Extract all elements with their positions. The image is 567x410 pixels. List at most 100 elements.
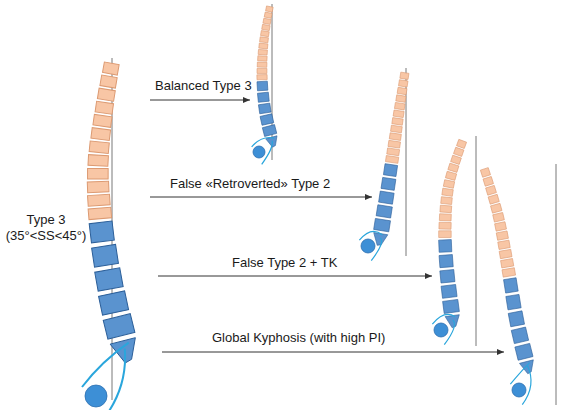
- thoracic-vertebra: [496, 231, 508, 240]
- thoracic-vertebra: [486, 185, 497, 195]
- transition-arrow: [158, 276, 432, 277]
- lumbar-vertebra: [504, 278, 519, 293]
- thoracic-vertebra: [448, 163, 459, 172]
- plumb-line: [556, 164, 557, 405]
- thoracic-vertebra: [259, 43, 268, 49]
- lumbar-vertebra: [99, 291, 129, 315]
- sacrum: [445, 315, 459, 328]
- thoracic-vertebra: [391, 125, 403, 133]
- pelvis-outline: [510, 363, 529, 385]
- lumbar-vertebra: [260, 114, 274, 125]
- transition-label: Balanced Type 3: [155, 78, 252, 94]
- lumbar-vertebra: [383, 164, 397, 177]
- pelvis-outline: [432, 314, 455, 324]
- thoracic-vertebra: [88, 194, 111, 206]
- thoracic-vertebra: [443, 180, 454, 189]
- thoracic-vertebra: [393, 110, 404, 118]
- lumbar-vertebra: [92, 244, 119, 267]
- thoracic-vertebra: [439, 231, 452, 238]
- thoracic-vertebra: [501, 259, 514, 268]
- thoracic-vertebra: [88, 168, 109, 179]
- lumbar-vertebra: [376, 205, 392, 218]
- lumbar-vertebra: [258, 103, 271, 114]
- femoral-head: [512, 383, 526, 397]
- thoracic-vertebra: [441, 197, 453, 205]
- thoracic-vertebra: [93, 114, 112, 127]
- thoracic-vertebra: [483, 176, 493, 186]
- lumbar-vertebra: [440, 270, 455, 283]
- thoracic-vertebra: [388, 140, 400, 148]
- thoracic-vertebra: [97, 88, 115, 101]
- pelvis-outline: [359, 231, 382, 240]
- thoracic-vertebra: [397, 87, 407, 94]
- lumbar-vertebra: [439, 255, 453, 268]
- lumbar-vertebra: [508, 311, 524, 327]
- type-label: Type 3 (35°<SS<45°): [3, 212, 89, 244]
- thoracic-vertebra: [91, 128, 111, 141]
- thoracic-vertebra: [87, 181, 109, 192]
- thoracic-vertebra: [451, 155, 462, 164]
- thoracic-vertebra: [257, 75, 267, 80]
- thoracic-vertebra: [392, 118, 403, 126]
- thoracic-vertebra: [498, 240, 510, 249]
- femoral-head: [361, 239, 375, 253]
- thoracic-vertebra: [488, 194, 499, 204]
- thoracic-vertebra: [493, 212, 505, 222]
- thoracic-vertebra: [257, 62, 267, 67]
- transition-arrow: [162, 352, 504, 353]
- transition-arrow: [150, 100, 250, 101]
- lumbar-vertebra: [103, 314, 135, 339]
- thoracic-vertebra: [258, 56, 268, 62]
- thoracic-vertebra: [445, 171, 456, 180]
- thoracic-vertebra: [258, 49, 267, 55]
- lumbar-vertebra: [374, 218, 391, 231]
- thoracic-vertebra: [257, 68, 267, 73]
- spine-figure: [432, 136, 476, 346]
- lumbar-vertebra: [506, 294, 521, 309]
- thoracic-vertebra: [499, 249, 512, 258]
- thoracic-vertebra: [440, 205, 452, 212]
- sacrum: [110, 338, 135, 363]
- lumbar-vertebra: [381, 177, 396, 190]
- thoracic-vertebra: [400, 72, 409, 79]
- thoracic-vertebra: [88, 155, 108, 167]
- thoracic-vertebra: [88, 207, 111, 219]
- thoracic-vertebra: [260, 37, 269, 43]
- thoracic-vertebra: [103, 62, 120, 75]
- thoracic-vertebra: [266, 6, 274, 12]
- transition-label: False «Retroverted» Type 2: [170, 176, 330, 192]
- thoracic-vertebra: [262, 24, 270, 30]
- thoracic-vertebra: [89, 141, 109, 153]
- thoracic-vertebra: [457, 139, 467, 148]
- thoracic-vertebra: [385, 155, 398, 163]
- thoracic-vertebra: [480, 168, 490, 178]
- lumbar-vertebra: [95, 268, 123, 291]
- plumb-line: [272, 4, 273, 160]
- lumbar-vertebra: [441, 284, 457, 298]
- transition-arrow: [150, 197, 372, 198]
- lumbar-vertebra: [262, 125, 276, 137]
- thoracic-vertebra: [396, 95, 406, 102]
- pelvis-outline: [82, 343, 129, 387]
- lumbar-vertebra: [515, 343, 533, 360]
- thoracic-vertebra: [399, 80, 408, 87]
- thoracic-vertebra: [439, 214, 451, 221]
- pelvis-outline: [252, 138, 274, 147]
- lumbar-vertebra: [89, 221, 114, 243]
- lumbar-vertebra: [257, 81, 268, 91]
- thoracic-vertebra: [495, 222, 507, 231]
- femoral-head: [434, 323, 448, 337]
- thoracic-vertebra: [394, 102, 405, 110]
- lumbar-vertebra: [443, 299, 460, 313]
- thoracic-vertebra: [263, 18, 271, 24]
- spine-figure: [480, 164, 556, 405]
- thoracic-vertebra: [442, 188, 453, 196]
- lumbar-vertebra: [257, 92, 269, 102]
- thoracic-vertebra: [100, 75, 117, 88]
- femoral-head: [85, 385, 107, 407]
- lumbar-vertebra: [511, 327, 528, 344]
- thoracic-vertebra: [502, 268, 516, 277]
- spine-figure: [359, 68, 409, 261]
